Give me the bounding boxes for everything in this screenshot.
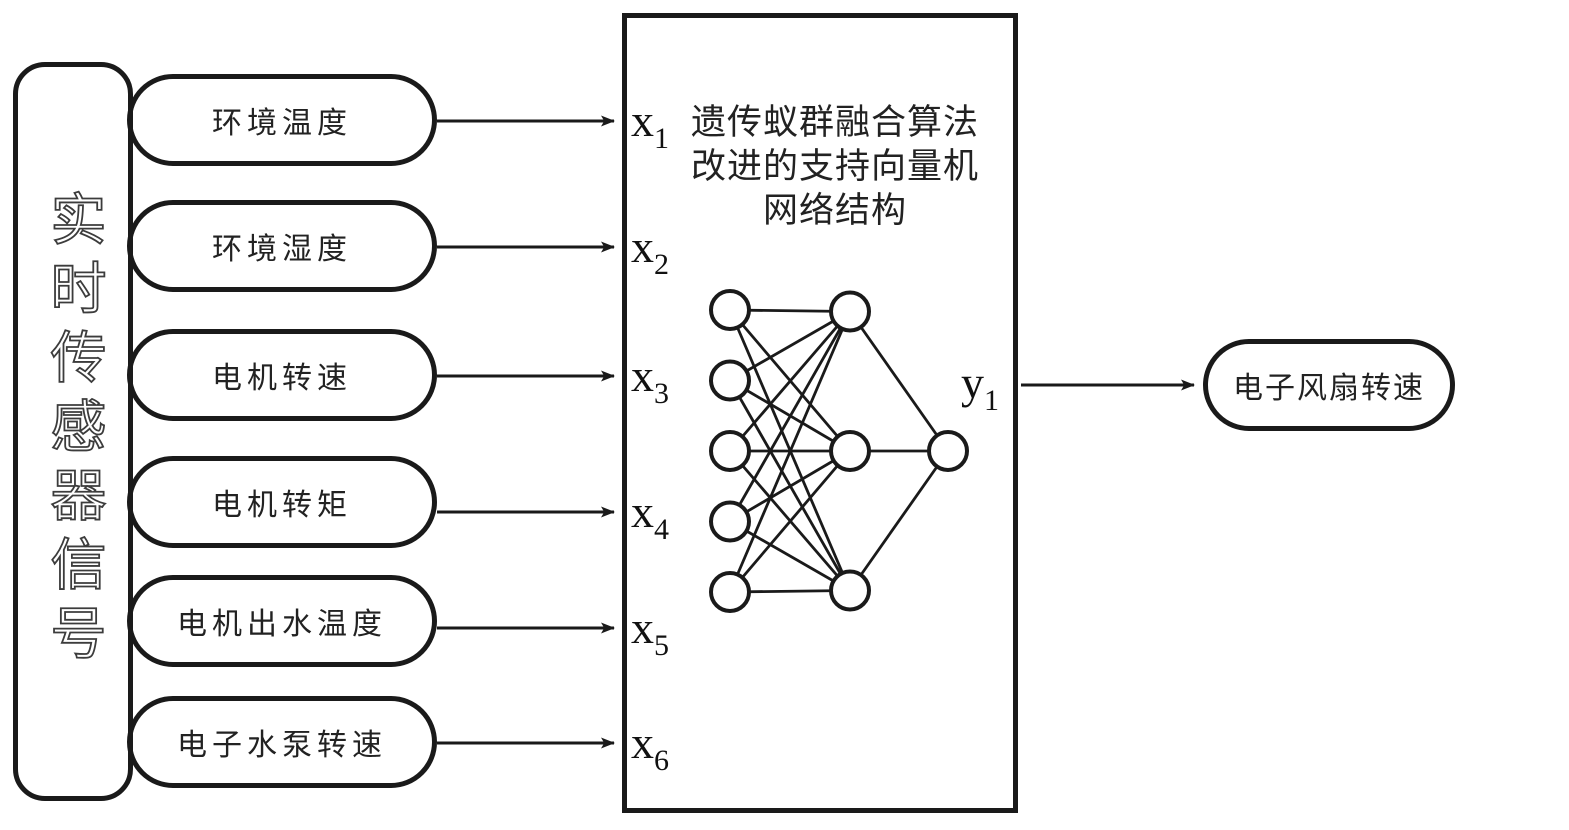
sensor-capsule-motor-speed: 电机转速 [127, 329, 437, 421]
sensor-label: 电机转矩 [212, 489, 352, 522]
svm-model-title: 遗传蚁群融合算法 改进的支持向量机 网络结构 [655, 101, 1015, 233]
sensor-capsule-motor-torque: 电机转矩 [127, 456, 437, 548]
input-var-x1: x1 [631, 95, 669, 155]
input-var-x3: x3 [631, 350, 669, 410]
sensor-source-box: 实时传感器信号 [13, 62, 133, 801]
sensor-label: 电子水泵转速 [177, 729, 387, 762]
svm-model-title-line: 改进的支持向量机 [690, 147, 979, 186]
input-var-x6: x6 [631, 717, 669, 777]
sensor-capsule-motor-outlet-water-temperature: 电机出水温度 [127, 575, 437, 667]
svm-model-title-line: 遗传蚁群融合算法 [690, 103, 979, 142]
output-label: 电子风扇转速 [1233, 372, 1425, 405]
sensor-label: 电机转速 [212, 362, 352, 395]
input-var-x4: x4 [631, 486, 669, 546]
input-var-x5: x5 [631, 602, 669, 662]
input-var-x2: x2 [631, 221, 669, 281]
svm-model-title-line: 网络结构 [762, 191, 907, 230]
sensor-label: 电机出水温度 [177, 608, 387, 641]
sensor-capsule-electronic-water-pump-speed: 电子水泵转速 [127, 696, 437, 788]
output-capsule-electronic-fan-speed: 电子风扇转速 [1203, 339, 1455, 431]
sensor-label: 环境温度 [212, 107, 352, 140]
sensor-capsule-ambient-temperature: 环境温度 [127, 74, 437, 166]
input-arrows [437, 115, 615, 749]
sensor-label: 环境湿度 [212, 233, 352, 266]
sensor-capsule-ambient-humidity: 环境湿度 [127, 200, 437, 292]
sensor-source-label: 实时传感器信号 [41, 189, 105, 674]
output-var-y1: y1 [961, 357, 999, 417]
